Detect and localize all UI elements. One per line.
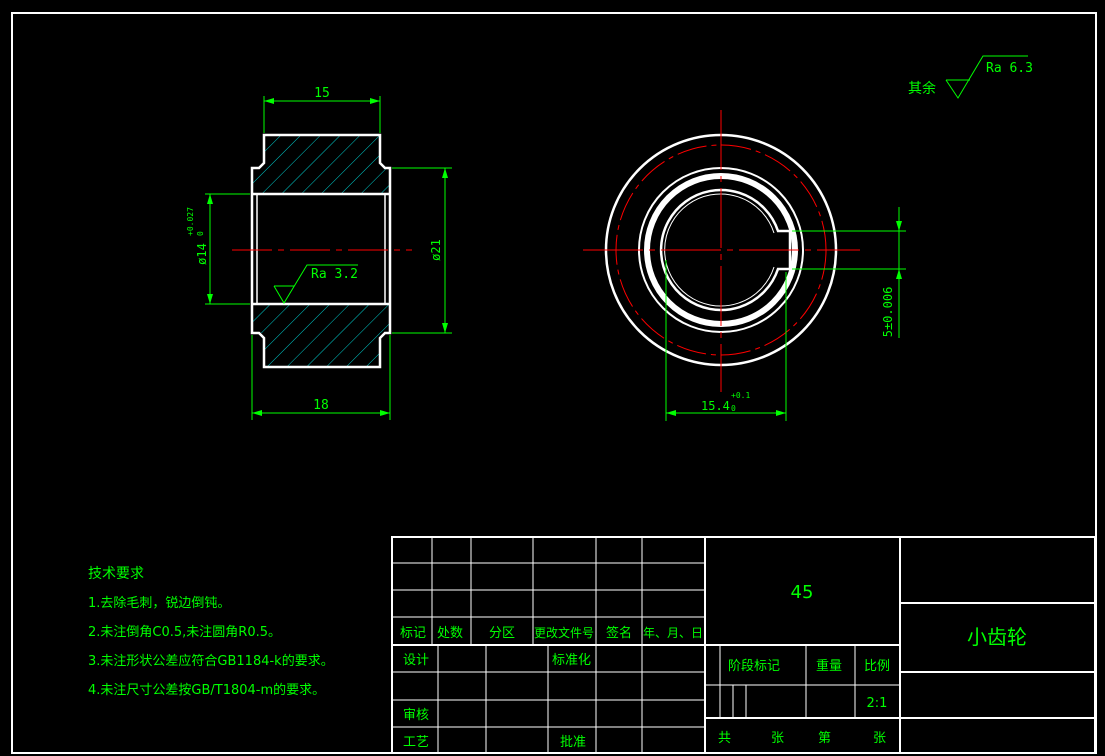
dim-keyway-tol-upper: +0.1 xyxy=(731,391,750,400)
dim-outer-label: ø21 xyxy=(429,239,443,261)
general-roughness-value: Ra 6.3 xyxy=(986,61,1033,76)
tech-req-item: 4.未注尺寸公差按GB/T1804-m的要求。 xyxy=(88,682,325,698)
dim-key-width-label: 5±0.006 xyxy=(881,287,895,338)
tb-sheet-unit2: 张 xyxy=(873,731,886,746)
hatch-top xyxy=(252,135,390,194)
tb-part-name: 小齿轮 xyxy=(967,625,1027,649)
tb-stage-mark: 阶段标记 xyxy=(728,659,780,674)
dim-top-label: 15 xyxy=(314,86,330,101)
tb-standardization: 标准化 xyxy=(552,653,591,668)
dim-bore-tol-lower: 0 xyxy=(196,231,205,236)
roughness-symbol-inner xyxy=(273,264,358,304)
tb-header-sign: 签名 xyxy=(606,625,632,641)
tb-header-date: 年、月、日 xyxy=(643,626,703,640)
tb-scale-value: 2:1 xyxy=(867,696,888,711)
tech-req-title: 技术要求 xyxy=(88,566,144,582)
tech-req-item: 1.去除毛刺，锐边倒钝。 xyxy=(88,596,230,611)
tb-scale-label: 比例 xyxy=(864,659,890,674)
tb-header-count: 处数 xyxy=(437,626,463,641)
drawing-frame xyxy=(11,12,1097,754)
tb-approve: 批准 xyxy=(560,735,586,750)
tech-req-item: 3.未注形状公差应符合GB1184-k的要求。 xyxy=(88,653,334,669)
dim-bottom-label: 18 xyxy=(313,398,329,413)
dim-bore-label: ø14 xyxy=(195,243,209,265)
tb-header-zone: 分区 xyxy=(489,626,515,641)
dim-bore-tol-upper: +0.027 xyxy=(186,207,195,236)
end-view: 15.4 +0.1 0 5±0.006 xyxy=(583,110,906,421)
general-roughness-prefix: 其余 xyxy=(908,80,936,97)
tech-req-item: 2.未注倒角C0.5,未注圆角R0.5。 xyxy=(88,625,281,640)
general-roughness: 其余 Ra 6.3 xyxy=(908,55,1033,99)
tb-header-docno: 更改文件号 xyxy=(534,625,594,640)
tb-header-mark: 标记 xyxy=(400,626,426,641)
tb-review: 审核 xyxy=(403,708,429,723)
tb-weight: 重量 xyxy=(816,658,842,674)
section-view: 15 18 ø14 +0.027 0 ø21 Ra 3.2 xyxy=(186,86,452,420)
dim-keyway-tol-lower: 0 xyxy=(731,404,736,413)
tb-design: 设计 xyxy=(403,653,429,668)
tech-requirements: 技术要求 1.去除毛刺，锐边倒钝。 2.未注倒角C0.5,未注圆角R0.5。 3… xyxy=(88,566,334,698)
roughness-inner-label: Ra 3.2 xyxy=(311,267,358,282)
hatch-bottom xyxy=(252,304,390,367)
tb-process: 工艺 xyxy=(403,735,429,750)
section-outline xyxy=(250,133,392,369)
bore-keyway xyxy=(659,188,792,312)
title-block xyxy=(391,536,1096,754)
dim-keyway-label: 15.4 xyxy=(701,399,730,413)
tb-sheet-no: 第 xyxy=(818,731,831,746)
tb-sheets-unit: 张 xyxy=(771,731,784,746)
tb-total: 共 xyxy=(718,731,731,746)
tb-material: 45 xyxy=(791,582,814,603)
